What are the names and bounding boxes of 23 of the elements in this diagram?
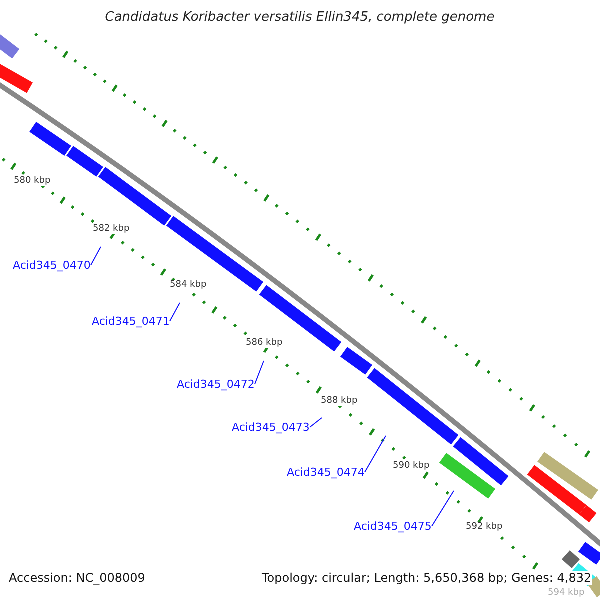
scale-label: 584 kbp (170, 280, 207, 290)
gene-label: Acid345_0474 (287, 466, 365, 479)
footer-text: Accession: NC_008009 (9, 571, 146, 585)
title: Candidatus Koribacter versatilis Ellin345, complete genome (104, 10, 496, 25)
gene-label: Acid345_0475 (354, 520, 432, 533)
leader-line (431, 490, 454, 527)
scale-label: 590 kbp (393, 461, 430, 471)
gene-label: Acid345_0473 (232, 421, 310, 434)
scale-label: 586 kbp (246, 338, 283, 348)
leader-line (90, 246, 102, 266)
footer-text: Topology: circular; Length: 5,650,368 bp; Genes: 4,832 (262, 571, 592, 585)
leader-line (169, 302, 180, 322)
gene-label: Acid345_0472 (177, 378, 255, 391)
gene-label: Acid345_0471 (92, 315, 170, 328)
leader-line (309, 418, 322, 428)
scale-label: 580 kbp (14, 176, 51, 186)
leader-line (254, 360, 264, 385)
scale-label: 582 kbp (93, 224, 130, 234)
scale-label: 592 kbp (466, 522, 503, 532)
gene-label: Acid345_0470 (13, 259, 91, 272)
scale-label: 588 kbp (321, 396, 358, 406)
leader-line (364, 436, 386, 473)
scale-label: 594 kbp (548, 588, 585, 598)
